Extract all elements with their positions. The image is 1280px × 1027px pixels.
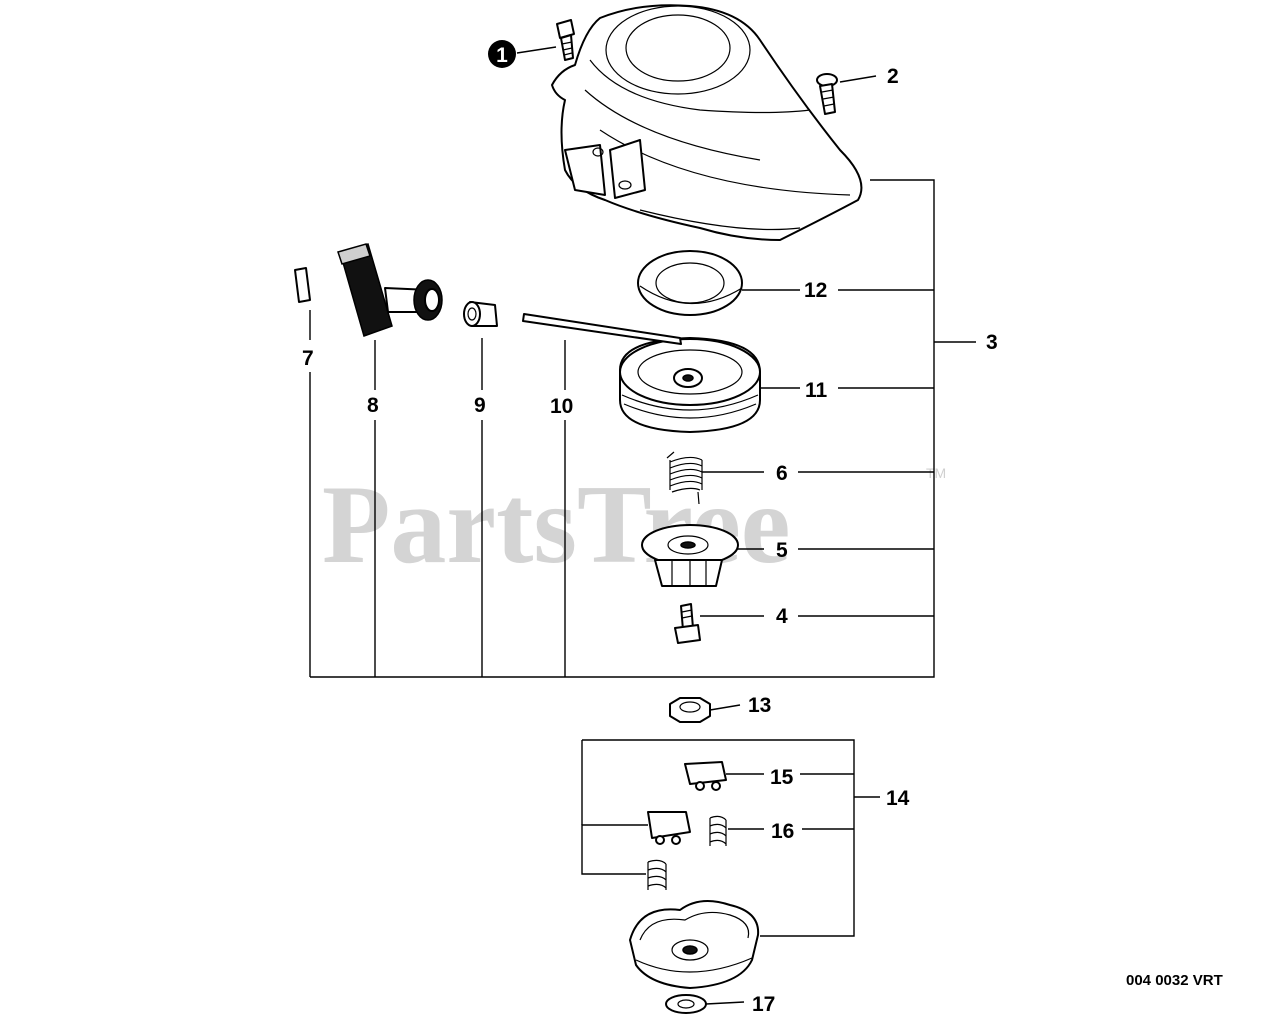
spring-left[interactable] [647,859,667,890]
callout-16[interactable]: 16 [771,820,794,843]
callout-7[interactable]: 7 [302,347,314,370]
callout-4[interactable]: 4 [776,605,788,628]
part-12-spring-case[interactable] [637,250,743,316]
watermark: PartsTree TM [322,463,946,587]
part-7-tag[interactable] [294,267,311,303]
part-16-spring[interactable] [709,815,727,846]
callout-12[interactable]: 12 [804,279,827,302]
callout-15[interactable]: 15 [770,766,794,789]
callout-13[interactable]: 13 [748,694,771,717]
callout-3[interactable]: 3 [986,331,998,354]
part-6-spring[interactable] [666,451,703,505]
callout-17[interactable]: 17 [752,993,775,1016]
part-11-reel[interactable] [619,337,761,433]
callout-11[interactable]: 11 [805,379,828,402]
callout-9[interactable]: 9 [474,394,486,417]
callout-1-circle [488,40,516,68]
callout-labels: 1 2 3 4 5 6 7 8 9 10 11 12 13 14 15 16 1… [302,40,998,1016]
part-15-pawl[interactable] [684,761,727,791]
part-8-handle[interactable] [337,243,443,337]
callout-2[interactable]: 2 [887,65,899,88]
part-2-bolt[interactable] [816,73,838,115]
starter-housing[interactable] [551,4,863,241]
callout-10[interactable]: 10 [550,395,573,418]
part-5-ratchet[interactable] [641,524,739,587]
part-13-nut[interactable] [669,697,711,723]
callout-14[interactable]: 14 [886,787,910,810]
callout-6[interactable]: 6 [776,462,788,485]
leader-lines [309,46,976,1005]
part-10-rope[interactable] [522,313,682,345]
pulley-plate[interactable] [629,900,760,989]
diagram-code: 004 0032 VRT [1126,972,1223,989]
part-1-bolt[interactable] [556,19,575,61]
part-17-washer[interactable] [665,994,707,1014]
pawl-left[interactable] [647,811,691,845]
part-9-bushing[interactable] [463,301,498,327]
watermark-trademark: TM [926,465,946,481]
callout-1: 1 [496,44,508,67]
callout-8[interactable]: 8 [367,394,379,417]
part-4-bolt[interactable] [674,603,701,644]
callout-5[interactable]: 5 [776,539,788,562]
